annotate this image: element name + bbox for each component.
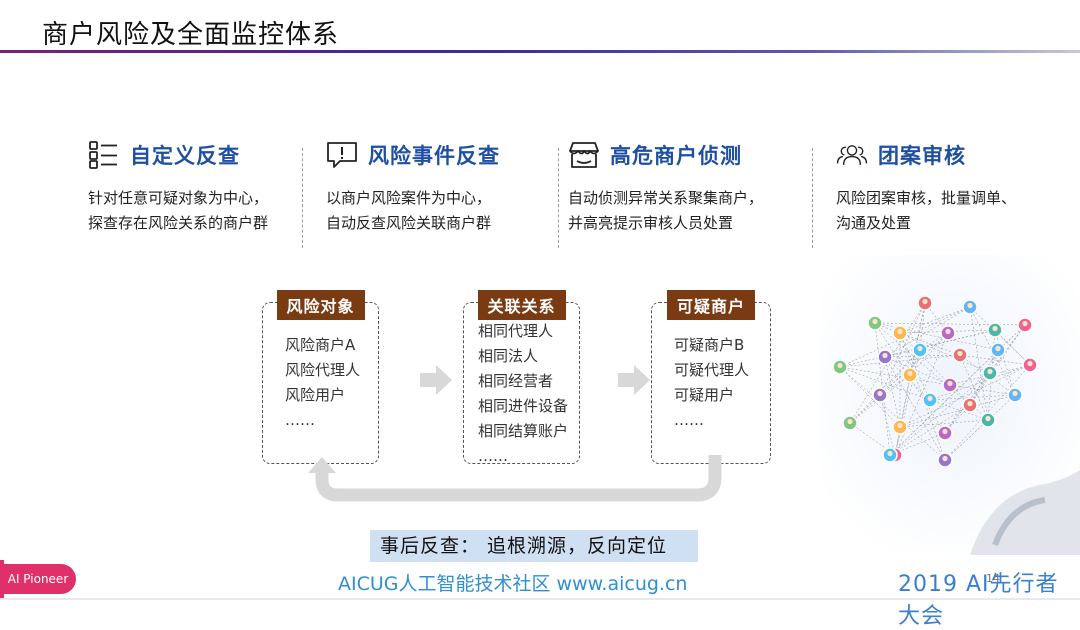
- list-item: 相同结算账户: [478, 422, 569, 440]
- feature-heading: 风险事件反查: [368, 144, 500, 168]
- flow-box-label: 可疑商户: [666, 290, 756, 320]
- network-node: [882, 447, 898, 463]
- list-item: 风险商户A: [285, 336, 356, 354]
- network-node: [912, 342, 928, 358]
- list-item: ……: [478, 447, 508, 465]
- page-number: 14: [986, 572, 1000, 585]
- footer-site-text: AICUG人工智能技术社区 www.aicug.cn: [338, 573, 688, 595]
- network-node: [922, 392, 938, 408]
- network-node: [937, 452, 953, 468]
- divider: [302, 148, 303, 248]
- list-item: 可疑用户: [674, 386, 735, 404]
- network-node: [1017, 317, 1033, 333]
- network-node: [892, 419, 908, 435]
- bottom-divider: [0, 598, 1080, 600]
- network-node: [937, 425, 953, 441]
- flow-box-relation: 关联关系 相同代理人 相同法人 相同经营者 相同进件设备 相同结算账户 ……: [463, 290, 580, 465]
- banner-post-lookup: 事后反查： 追根溯源，反向定位: [370, 530, 698, 562]
- network-node: [952, 347, 968, 363]
- arrow-right-icon: [420, 365, 452, 395]
- list-item: 风险代理人: [285, 361, 361, 379]
- page-title: 商户风险及全面监控体系: [42, 20, 340, 50]
- flow-box-label: 关联关系: [477, 290, 566, 320]
- divider: [558, 148, 559, 248]
- list-item: 相同法人: [478, 347, 539, 365]
- list-item: 风险用户: [285, 386, 346, 404]
- flow-box-label: 风险对象: [276, 290, 365, 320]
- list-item: 可疑商户B: [674, 336, 745, 354]
- list-item: 相同经营者: [478, 372, 554, 390]
- list-item: ……: [285, 411, 315, 429]
- list-item: ……: [674, 411, 704, 429]
- network-node: [962, 299, 978, 315]
- network-node: [842, 415, 858, 431]
- flow-box-risk-object: 风险对象 风险商户A 风险代理人 风险用户 ……: [262, 290, 379, 464]
- divider: [812, 148, 813, 248]
- feature-high-risk-detect: 高危商户侦测 自动侦测异常关系聚集商户， 并高亮提示审核人员处置: [568, 140, 798, 236]
- network-node: [990, 342, 1006, 358]
- network-node: [872, 387, 888, 403]
- feature-desc-line: 沟通及处置: [836, 214, 912, 232]
- feature-custom-lookup: 自定义反查 针对任意可疑对象为中心， 探查存在风险关系的商户群: [88, 140, 318, 236]
- return-arrow-icon: [308, 455, 722, 502]
- shop-icon: [568, 140, 600, 170]
- network-node: [832, 359, 848, 375]
- network-node: [980, 412, 996, 428]
- list-icon: [88, 140, 120, 170]
- feature-group-review: 团案审核 风险团案审核，批量调单、 沟通及处置: [836, 140, 1066, 236]
- network-node: [982, 365, 998, 381]
- network-node: [1022, 357, 1038, 373]
- list-item: 相同进件设备: [478, 397, 569, 415]
- network-node: [942, 377, 958, 393]
- feature-heading: 自定义反查: [130, 144, 240, 168]
- list-item: 可疑代理人: [674, 361, 750, 379]
- network-illustration: [820, 255, 1080, 555]
- group-icon: [836, 140, 868, 170]
- feature-desc-line: 风险团案审核，批量调单、: [836, 189, 1017, 207]
- feature-desc-line: 自动反查风险关联商户群: [326, 214, 492, 232]
- feature-heading: 高危商户侦测: [610, 144, 742, 168]
- network-node: [877, 349, 893, 365]
- feature-desc-line: 以商户风险案件为中心，: [326, 189, 492, 207]
- pioneer-badge: AI Pioneer: [0, 564, 76, 594]
- network-node: [962, 397, 978, 413]
- network-node: [987, 322, 1003, 338]
- arrow-right-icon: [618, 365, 650, 395]
- alert-chat-icon: [326, 140, 358, 170]
- network-node: [940, 325, 956, 341]
- feature-heading: 团案审核: [878, 144, 966, 168]
- flow-box-suspicious: 可疑商户 可疑商户B 可疑代理人 可疑用户 ……: [651, 290, 771, 464]
- feature-desc-line: 并高亮提示审核人员处置: [568, 214, 734, 232]
- feature-event-lookup: 风险事件反查 以商户风险案件为中心， 自动反查风险关联商户群: [326, 140, 556, 236]
- title-underline: [0, 50, 1080, 53]
- list-item: 相同代理人: [478, 322, 554, 340]
- feature-desc-line: 探查存在风险关系的商户群: [88, 214, 269, 232]
- network-node: [917, 295, 933, 311]
- network-node: [1007, 387, 1023, 403]
- feature-desc-line: 自动侦测异常关系聚集商户，: [568, 189, 764, 207]
- network-node: [892, 325, 908, 341]
- network-node: [902, 367, 918, 383]
- network-node: [867, 315, 883, 331]
- feature-desc-line: 针对任意可疑对象为中心，: [88, 189, 269, 207]
